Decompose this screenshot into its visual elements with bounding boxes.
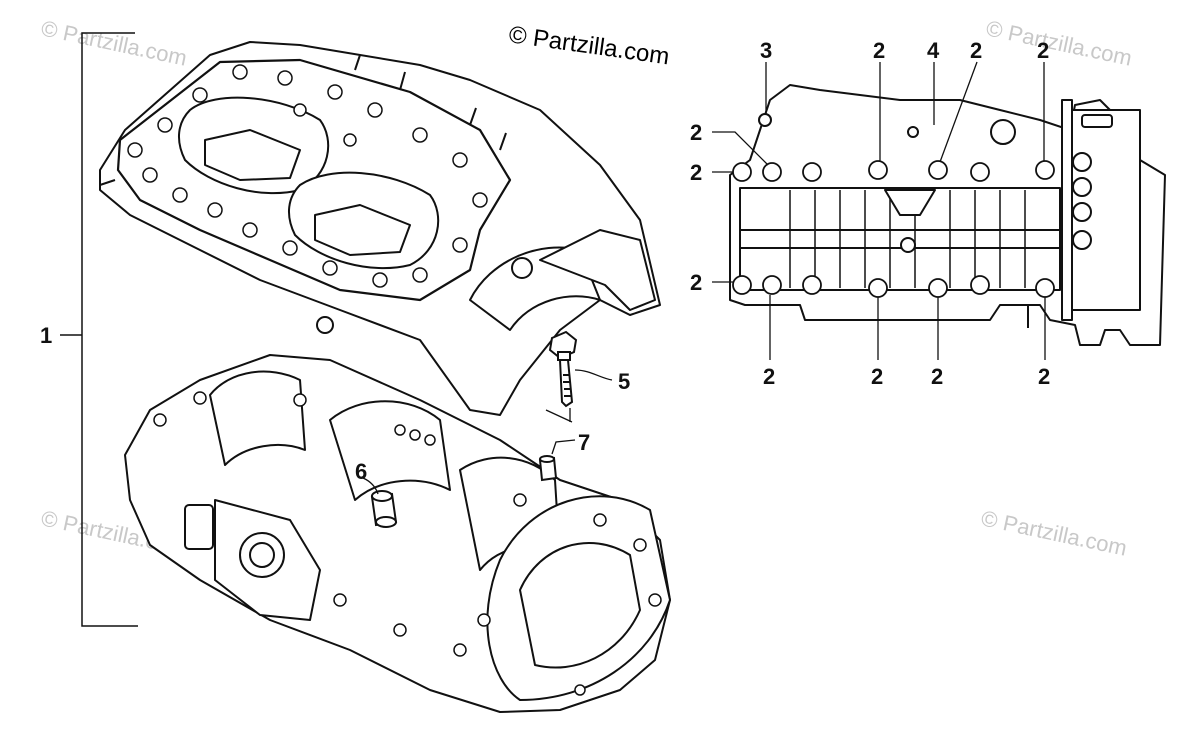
leader-part-6	[362, 477, 379, 495]
callout-left-2b: 2	[690, 160, 702, 185]
callout-top-2c: 2	[1037, 38, 1049, 63]
lower-crankcase	[124, 354, 671, 713]
dowel-part-7	[538, 455, 558, 482]
callout-bottom-2b: 2	[871, 364, 883, 389]
callout-bottom-2d: 2	[1038, 364, 1050, 389]
crankcase-top-view	[729, 84, 1166, 346]
callout-top-4: 4	[927, 38, 940, 63]
upper-crankcase	[99, 41, 661, 416]
callout-part-1: 1	[40, 323, 52, 348]
callout-left-2a: 2	[690, 120, 702, 145]
callout-top-2b: 2	[970, 38, 982, 63]
callout-part-7: 7	[578, 430, 590, 455]
top-view-leaders	[712, 61, 1046, 360]
leader-part-7	[551, 439, 576, 455]
dowel-part-6	[370, 490, 398, 528]
watermark-top-right: © Partzilla.com	[984, 15, 1134, 70]
copyright-credit: © Partzilla.com	[507, 21, 671, 70]
callouts: 1 5 6 7 3 2 4 2 2 2 2 2 2 2 2 2	[40, 38, 1050, 484]
watermark-mid-right: © Partzilla.com	[979, 505, 1129, 560]
callout-part-6: 6	[355, 459, 367, 484]
callout-top-2a: 2	[873, 38, 885, 63]
callout-bottom-2a: 2	[763, 364, 775, 389]
bracket-part-1	[60, 32, 138, 627]
callout-top-3: 3	[760, 38, 772, 63]
bolt-part-5	[548, 330, 578, 408]
leader-part-5	[545, 369, 613, 423]
callout-part-5: 5	[618, 369, 630, 394]
callout-bottom-2c: 2	[931, 364, 943, 389]
watermark-top-left: © Partzilla.com	[39, 15, 189, 70]
callout-left-2c: 2	[690, 270, 702, 295]
